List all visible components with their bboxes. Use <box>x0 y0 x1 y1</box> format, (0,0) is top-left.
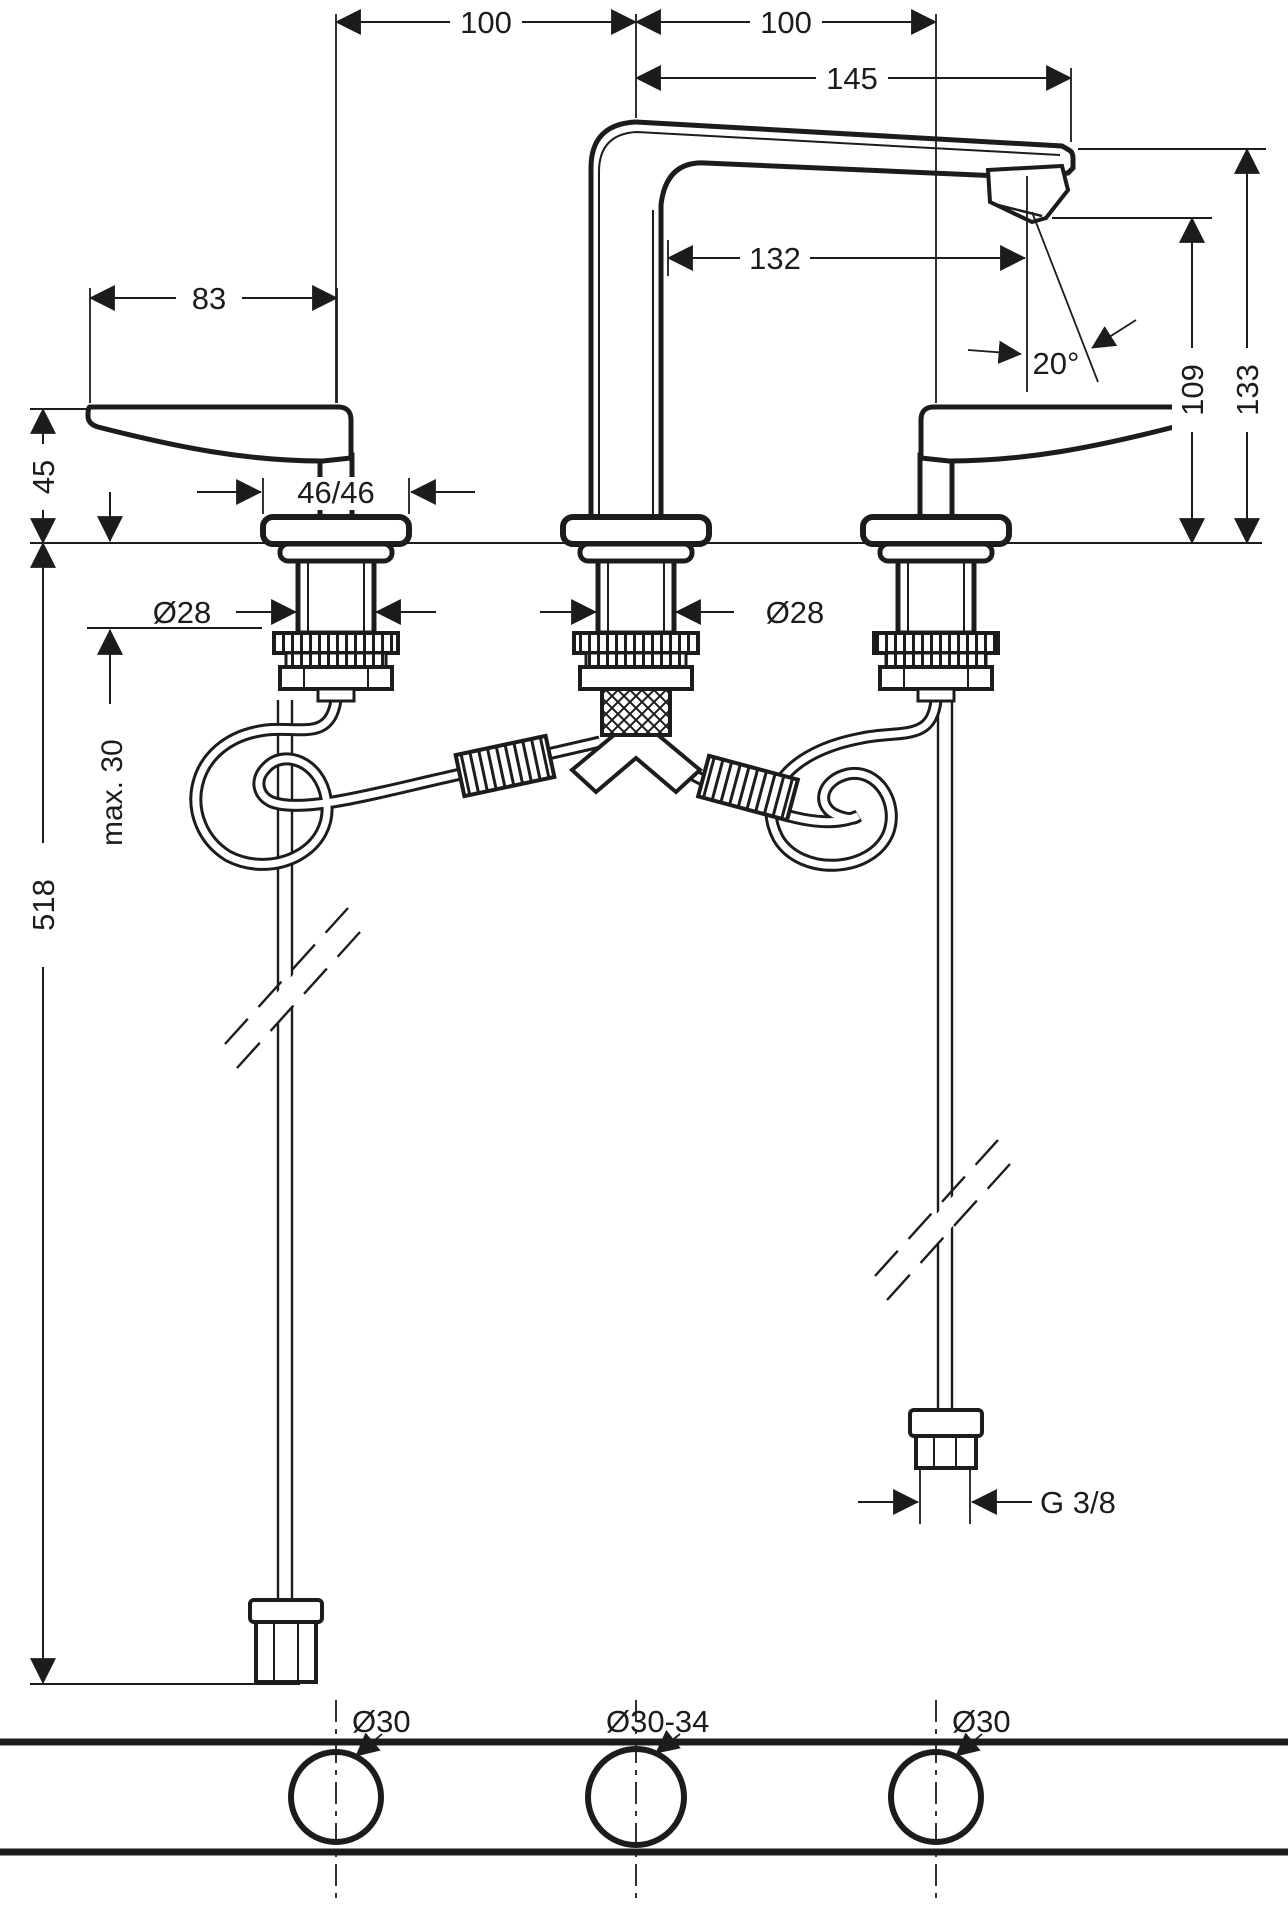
supply-pipe-left <box>276 700 294 1618</box>
left-shank <box>295 558 377 636</box>
center-tee-connector <box>568 687 704 795</box>
right-escutcheon <box>860 514 1012 547</box>
pipe-break-right <box>874 1139 1011 1304</box>
hose-coupling-left <box>453 733 557 799</box>
dim-reach-total: 145 <box>826 61 878 96</box>
dimension-lines <box>30 9 1260 1685</box>
dim-handle-length: 83 <box>192 281 226 316</box>
spout <box>560 119 1076 691</box>
left-handle-lever <box>85 404 354 464</box>
hose-nut-right <box>908 1408 984 1470</box>
left-handle <box>85 404 412 703</box>
flexible-hose-right <box>676 699 943 872</box>
plan-leaders <box>355 1729 983 1757</box>
pipe-break-left <box>224 907 361 1072</box>
dim-counter-max-thickness: max. 30 <box>96 739 129 846</box>
center-escutcheon <box>560 514 712 547</box>
dim-hole-spacing-left: 100 <box>460 5 512 40</box>
dim-connection-thread: G 3/8 <box>1040 1485 1116 1520</box>
plan-view: Ø30 Ø30-34 Ø30 <box>0 1700 1288 1905</box>
plan-hole-center <box>585 1746 687 1848</box>
dimension-labels: 100 100 145 132 20° 109 133 83 45 46/46 … <box>26 5 1265 1520</box>
supply-pipe-right <box>936 700 954 1410</box>
right-base-ring <box>877 541 995 564</box>
right-handle-riser <box>917 452 955 524</box>
left-escutcheon <box>260 514 412 547</box>
left-base-ring <box>277 541 395 564</box>
plan-centerlines <box>335 1700 937 1905</box>
right-shank <box>895 558 977 636</box>
flexible-hose-left <box>189 698 602 871</box>
dim-aerator-height: 109 <box>1175 364 1210 416</box>
plan-label-hole-center: Ø30-34 <box>606 1704 709 1739</box>
dim-hose-length: 518 <box>26 879 61 931</box>
center-base-ring <box>577 541 695 564</box>
spout-body <box>588 119 1076 520</box>
plan-label-hole-left: Ø30 <box>352 1704 411 1739</box>
plan-hole-right <box>888 1749 984 1845</box>
dim-escutcheon-size: 46/46 <box>297 475 375 510</box>
hose-nut-left <box>248 1598 324 1684</box>
dim-handle-height: 45 <box>26 460 61 494</box>
center-shank <box>595 558 677 636</box>
dim-spout-angle: 20° <box>1033 346 1080 381</box>
right-handle-lever <box>918 404 1187 464</box>
hose-coupling-right <box>695 753 801 823</box>
dim-total-height: 133 <box>1230 364 1265 416</box>
plan-hole-left <box>288 1749 384 1845</box>
dim-shank-dia-center: Ø28 <box>766 595 825 630</box>
dim-shank-dia-left: Ø28 <box>153 595 212 630</box>
plan-label-hole-right: Ø30 <box>952 1704 1011 1739</box>
dim-hole-spacing-right: 100 <box>760 5 812 40</box>
label-gaps <box>24 4 1266 967</box>
right-handle <box>860 404 1187 703</box>
dim-spout-reach: 132 <box>749 241 801 276</box>
spout-inner-line <box>598 130 1061 517</box>
